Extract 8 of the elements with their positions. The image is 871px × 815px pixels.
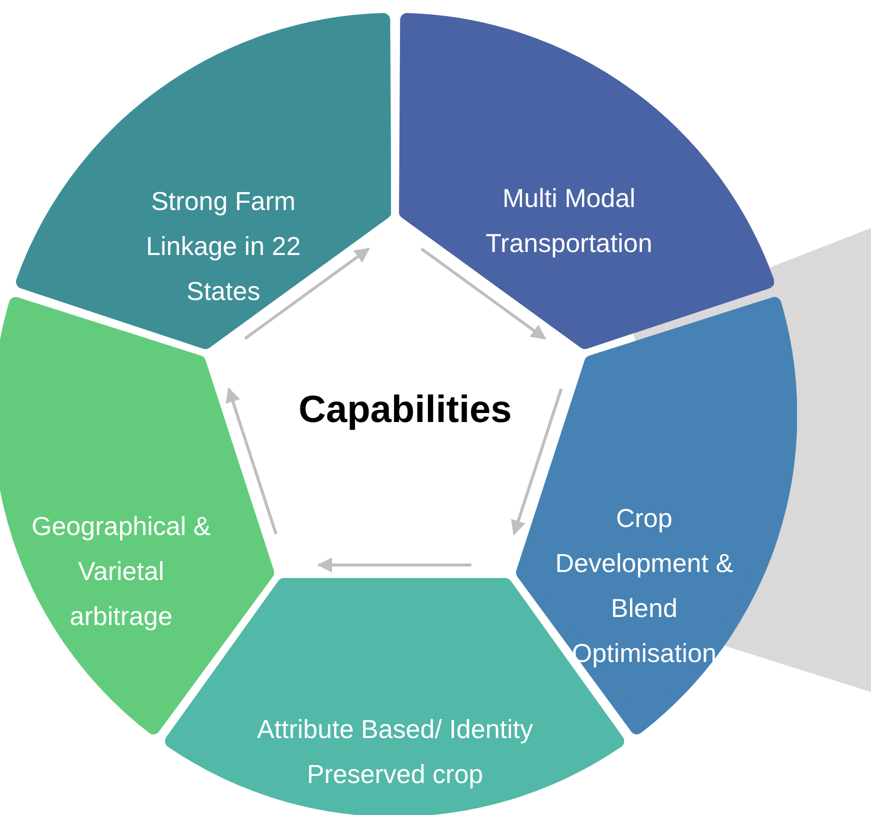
- ring-segment: [16, 13, 392, 350]
- center-title: Capabilities: [298, 388, 512, 432]
- ring-segment: [398, 13, 774, 350]
- segment-label: Strong Farm Linkage in 22 States: [145, 184, 302, 308]
- segment-label: Geographical & Varietal arbitrage: [30, 510, 212, 633]
- segment-label: Attribute Based/ Identity Preserved crop: [256, 713, 534, 791]
- segment-label: Crop Development & Blend Optimisation: [554, 502, 734, 670]
- segment-label: Multi Modal Transportation: [484, 182, 654, 260]
